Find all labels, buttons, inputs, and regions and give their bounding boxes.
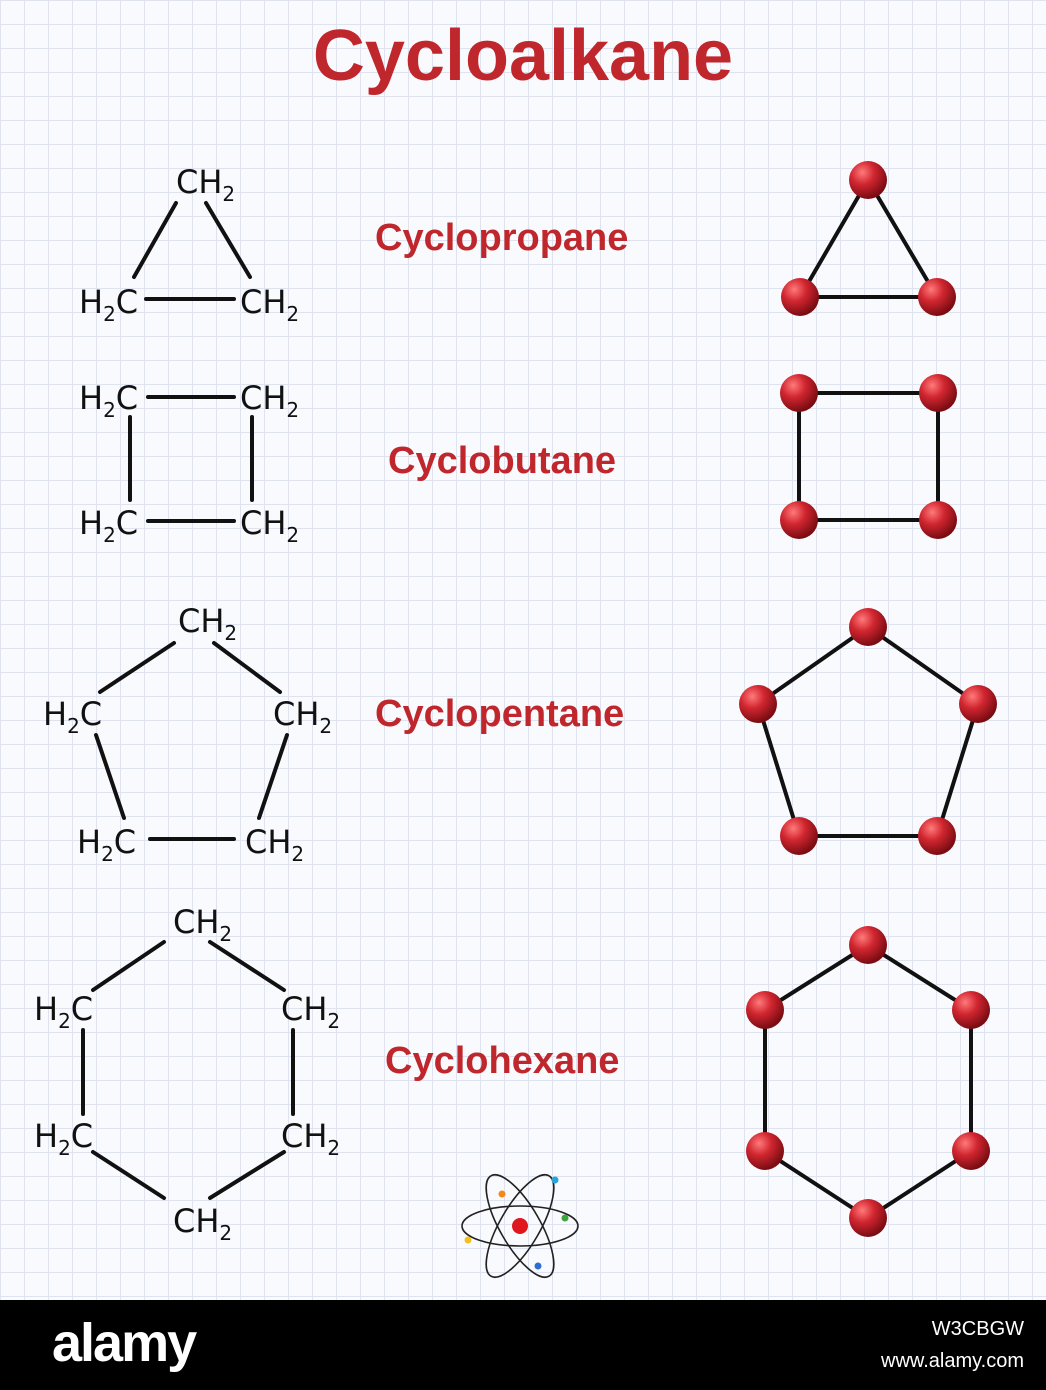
- cyclobutane-ball-stick-model: [780, 374, 957, 539]
- page-title: Cycloalkane: [312, 16, 734, 96]
- carbon-atom-ball: [780, 501, 818, 539]
- molecule-drawings: CH2 H2C CH2 H2C CH2 H2C CH2 CH2 H2C CH2 …: [34, 161, 997, 1279]
- cyclohexane-name: Cyclohexane: [385, 1040, 620, 1082]
- svg-text:H2C: H2C: [79, 283, 138, 326]
- svg-text:CH2: CH2: [240, 504, 299, 547]
- cyclopropane-structural-formula: CH2 H2C CH2: [79, 163, 299, 326]
- carbon-atom-ball: [849, 926, 887, 964]
- svg-text:H2C: H2C: [43, 695, 102, 738]
- svg-text:CH2: CH2: [240, 379, 299, 422]
- svg-text:CH2: CH2: [178, 602, 237, 645]
- carbon-atom-ball: [781, 278, 819, 316]
- carbon-atom-ball: [918, 278, 956, 316]
- grid-paper-background: [0, 0, 1046, 1300]
- svg-text:H2C: H2C: [79, 379, 138, 422]
- cyclohexane-ball-stick-model: [746, 926, 990, 1237]
- svg-text:CH2: CH2: [173, 903, 232, 946]
- carbon-atom-ball: [849, 608, 887, 646]
- svg-text:CH2: CH2: [281, 1117, 340, 1160]
- svg-text:CH2: CH2: [281, 990, 340, 1033]
- atom-icon: [461, 1173, 579, 1279]
- carbon-atom-ball: [918, 817, 956, 855]
- carbon-atom-ball: [919, 501, 957, 539]
- cyclopentane-name: Cyclopentane: [375, 693, 625, 735]
- carbon-atom-ball: [849, 1199, 887, 1237]
- svg-text:H2C: H2C: [79, 504, 138, 547]
- carbon-atom-ball: [952, 991, 990, 1029]
- footer-bar: [0, 1300, 1046, 1390]
- image-id: W3CBGW: [931, 1318, 1024, 1340]
- carbon-atom-ball: [780, 374, 818, 412]
- carbon-atom-ball: [746, 991, 784, 1029]
- cyclobutane-structural-formula: H2C CH2 H2C CH2: [79, 379, 299, 547]
- cyclopropane-name: Cyclopropane: [375, 217, 629, 259]
- carbon-atom-ball: [746, 1132, 784, 1170]
- cyclopentane-ball-stick-model: [739, 608, 997, 855]
- svg-text:CH2: CH2: [240, 283, 299, 326]
- svg-text:CH2: CH2: [273, 695, 332, 738]
- svg-text:H2C: H2C: [34, 1117, 93, 1160]
- carbon-atom-ball: [849, 161, 887, 199]
- svg-text:CH2: CH2: [173, 1202, 232, 1245]
- svg-text:CH2: CH2: [245, 823, 304, 866]
- alamy-logo: alamy: [52, 1313, 197, 1373]
- carbon-atom-ball: [739, 685, 777, 723]
- svg-text:H2C: H2C: [77, 823, 136, 866]
- carbon-atom-ball: [780, 817, 818, 855]
- carbon-atom-ball: [952, 1132, 990, 1170]
- carbon-atom-ball: [919, 374, 957, 412]
- cyclobutane-name: Cyclobutane: [388, 440, 617, 482]
- cyclohexane-structural-formula: CH2 H2C CH2 H2C CH2 CH2: [34, 903, 340, 1245]
- svg-text:H2C: H2C: [34, 990, 93, 1033]
- cyclopropane-ball-stick-model: [781, 161, 956, 316]
- svg-text:CH2: CH2: [176, 163, 235, 206]
- cyclopentane-structural-formula: CH2 H2C CH2 H2C CH2: [43, 602, 332, 866]
- carbon-atom-ball: [959, 685, 997, 723]
- site-url: www.alamy.com: [881, 1350, 1024, 1372]
